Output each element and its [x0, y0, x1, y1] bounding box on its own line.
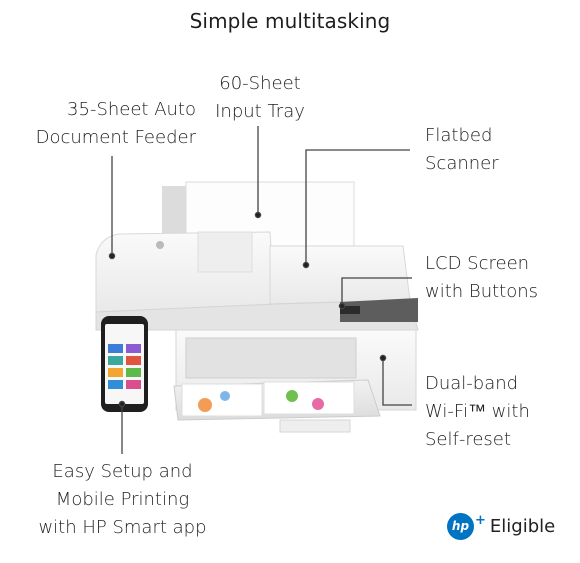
callout-app-line1: Easy Setup and — [52, 461, 193, 482]
callout-app-line2: Mobile Printing — [55, 489, 190, 510]
callout-scanner: Flatbed Scanner — [425, 122, 575, 178]
callout-app: Easy Setup and Mobile Printing with HP S… — [30, 458, 215, 542]
app-tile — [108, 356, 123, 365]
print-graphic — [312, 398, 324, 410]
callout-adf: 35-Sheet Auto Document Feeder — [26, 96, 196, 152]
callout-dot-lcd — [338, 302, 346, 310]
app-tile — [108, 380, 123, 389]
callout-tray-line1: 60-Sheet — [219, 73, 301, 94]
callout-dot-adf — [108, 252, 116, 260]
output-tray — [173, 379, 381, 433]
lcd-panel — [340, 298, 418, 322]
print-graphic — [198, 398, 212, 412]
callout-lcd: LCD Screen with Buttons — [425, 250, 575, 306]
app-tile — [126, 368, 141, 377]
app-tile — [126, 356, 141, 365]
printed-page-right — [263, 381, 355, 415]
callout-lcd-line1: LCD Screen — [425, 253, 530, 274]
callout-wifi-line3: Self-reset — [425, 429, 511, 450]
callout-scanner-line2: Scanner — [425, 153, 499, 174]
app-tile — [108, 344, 123, 353]
tray-support — [162, 186, 186, 236]
callout-dot-scanner — [302, 261, 310, 269]
callout-scanner-line1: Flatbed — [425, 125, 493, 146]
hp-plus-eligible-badge: hp + Eligible — [447, 511, 555, 541]
hp-emblem — [156, 241, 164, 249]
callout-wifi-line1: Dual-band — [425, 373, 519, 394]
callout-line-wifi — [382, 358, 412, 406]
scanner-lid — [269, 245, 411, 305]
callout-adf-line1: 35-Sheet Auto — [67, 99, 196, 120]
app-tile — [108, 368, 123, 377]
callout-dot-app — [118, 400, 126, 408]
callout-wifi-line2: Wi-Fi™ with — [425, 401, 530, 422]
callout-adf-line2: Document Feeder — [35, 127, 196, 148]
callout-app-line3: with HP Smart app — [38, 517, 207, 538]
tray-extender — [279, 419, 351, 433]
callout-line-scanner — [305, 149, 410, 265]
callout-dot-wifi — [379, 354, 387, 362]
smartphone — [101, 316, 148, 412]
adf-paper-slot — [197, 231, 253, 273]
callout-tray: 60-Sheet Input Tray — [195, 70, 325, 126]
callout-wifi: Dual-band Wi-Fi™ with Self-reset — [425, 370, 575, 454]
print-graphic — [220, 391, 230, 401]
callout-line-lcd — [341, 277, 412, 306]
hp-plus-sign: + — [475, 512, 486, 528]
printer-body — [95, 231, 419, 411]
app-tile — [126, 344, 141, 353]
output-opening — [185, 337, 357, 379]
lcd-screen — [340, 306, 360, 314]
print-graphic — [286, 390, 298, 402]
app-tile — [126, 380, 141, 389]
eligible-label: Eligible — [489, 515, 556, 537]
callout-tray-line2: Input Tray — [215, 101, 305, 122]
page-title: Simple multitasking — [189, 9, 391, 33]
callout-lcd-line2: with Buttons — [425, 281, 539, 302]
callout-dot-tray — [254, 211, 262, 219]
hp-logo-icon: hp — [447, 512, 474, 540]
